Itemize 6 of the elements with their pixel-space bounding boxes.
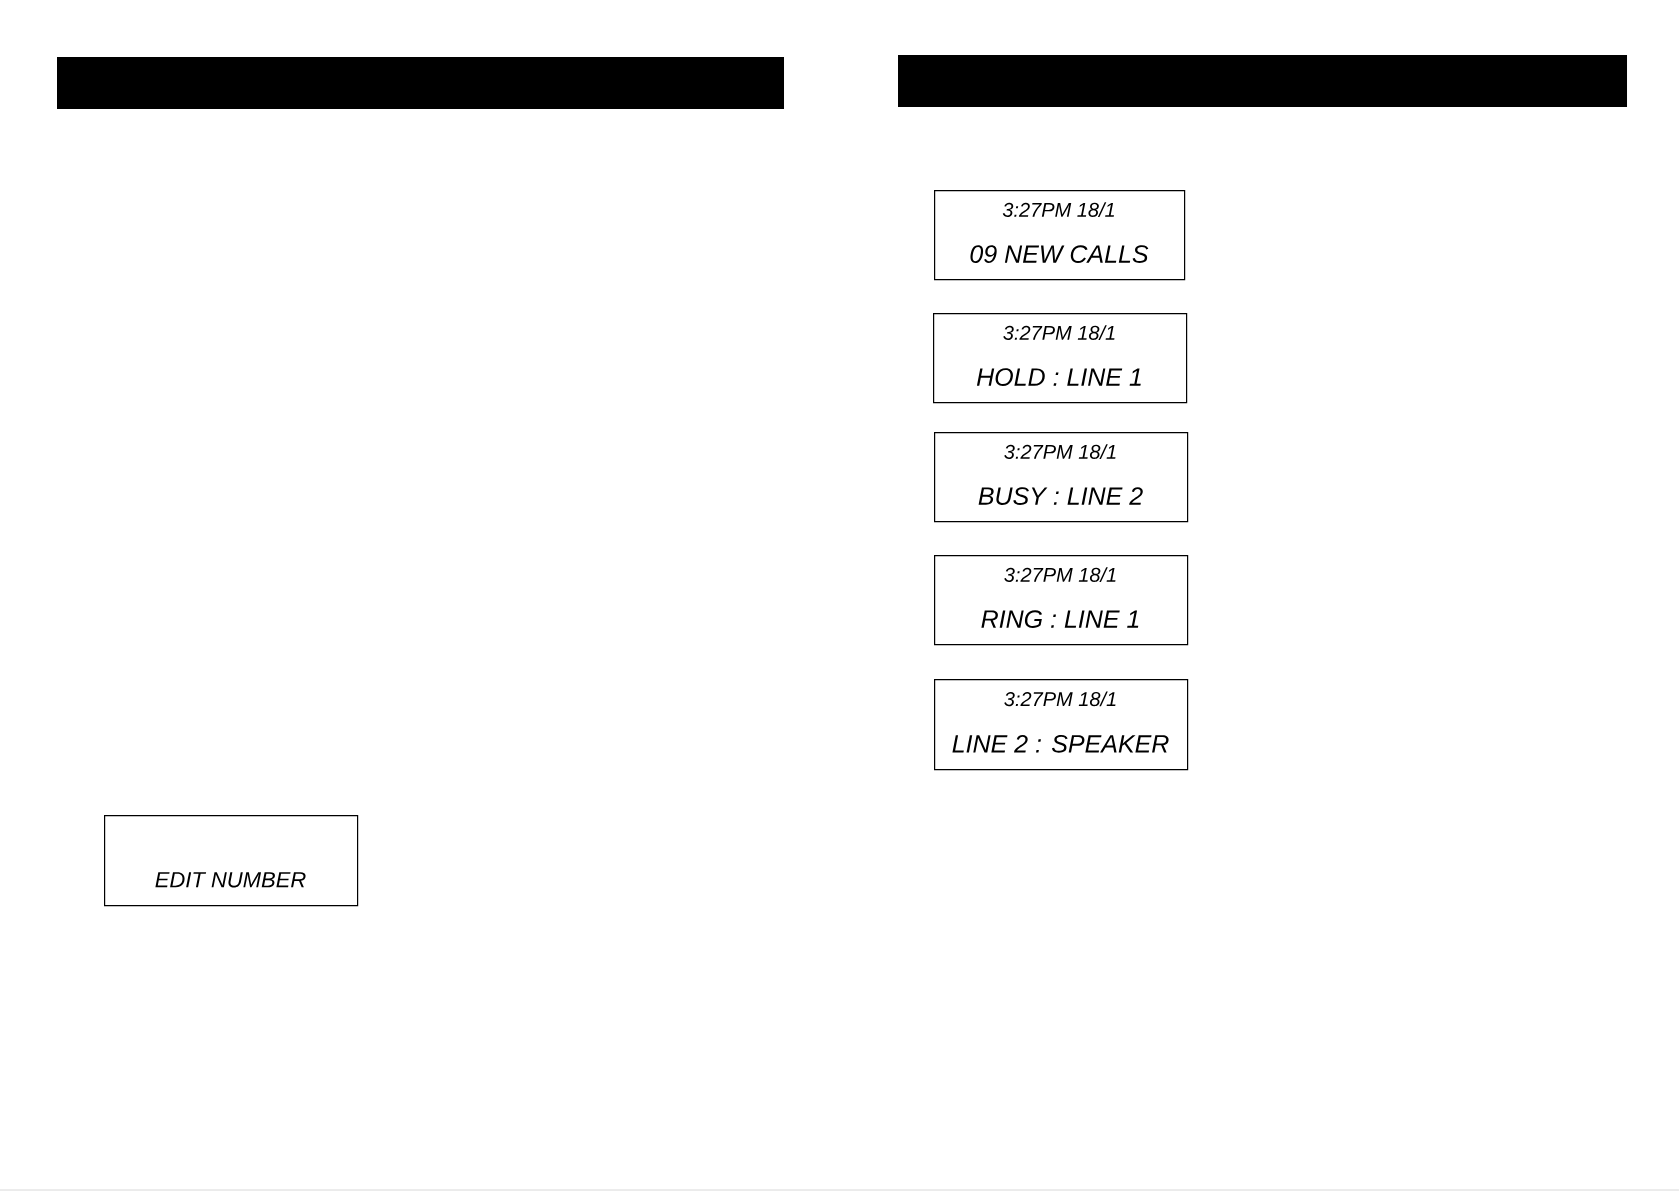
lcd-display: 3:27PM 18/1 RING : LINE 1	[934, 555, 1189, 646]
lcd-display: 3:27PM 18/1 BUSY : LINE 2	[934, 432, 1189, 523]
lcd-display: EDIT NUMBER	[104, 815, 359, 907]
lcd-display: 3:27PM 18/1 09 NEW CALLS	[934, 190, 1186, 281]
lcd-display: 3:27PM 18/1 LINE 2 : SPEAKER	[934, 679, 1189, 771]
lcd-display: 3:27PM 18/1 HOLD : LINE 1	[933, 313, 1188, 404]
